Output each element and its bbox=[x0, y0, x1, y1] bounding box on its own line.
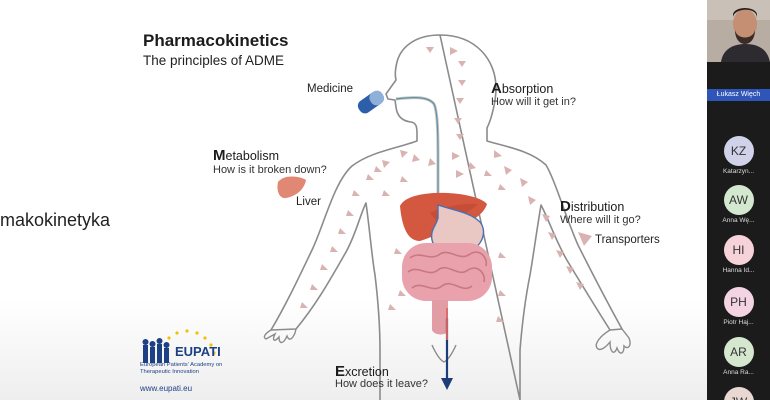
distribution-question: Where will it go? bbox=[560, 214, 641, 226]
speaker-video[interactable] bbox=[707, 0, 770, 62]
participant-avatar: AW bbox=[723, 185, 754, 215]
logo-subtitle: European Patients' Academy on Therapeuti… bbox=[140, 362, 223, 375]
absorption-question: How will it get in? bbox=[491, 96, 576, 108]
absorption-initial: A bbox=[491, 80, 502, 97]
eupati-logo bbox=[142, 329, 216, 363]
participant-avatar: KZ bbox=[723, 136, 754, 166]
metabolism-heading: Metabolism bbox=[213, 147, 279, 164]
medicine-pill bbox=[357, 90, 385, 114]
participant-name: Anna Wę... bbox=[722, 217, 755, 224]
liver-icon bbox=[277, 176, 306, 199]
metabolism-question: How is it broken down? bbox=[213, 164, 327, 176]
participant-name: Anna Ra... bbox=[723, 369, 754, 376]
medicine-label: Medicine bbox=[307, 83, 354, 95]
logo-name: EUPATI bbox=[175, 344, 221, 359]
participant-avatar: AR bbox=[723, 337, 754, 367]
absorption-rest: bsorption bbox=[501, 82, 554, 96]
speaker-video-image bbox=[707, 0, 770, 62]
participant-tile[interactable]: JW bbox=[707, 385, 770, 400]
participant-tile[interactable]: KZ Katarzyn... bbox=[707, 134, 770, 180]
excretion-question: How does it leave? bbox=[335, 378, 428, 390]
liver-label: Liver bbox=[296, 196, 321, 208]
participant-tile[interactable]: AR Anna Ra... bbox=[707, 335, 770, 381]
excretion-initial: E bbox=[335, 363, 346, 380]
logo-url: www.eupati.eu bbox=[140, 384, 193, 393]
participant-name: Piotr Haj... bbox=[723, 319, 754, 326]
speaker-name-tag: Łukasz Więch bbox=[707, 89, 770, 101]
transporter-icon bbox=[578, 232, 592, 246]
distribution-rest: istribution bbox=[570, 200, 625, 214]
left-caption-text: makokinetyka bbox=[0, 210, 111, 230]
absorption-heading: Absorption bbox=[491, 80, 553, 97]
participant-tile[interactable]: AW Anna Wę... bbox=[707, 183, 770, 229]
metabolism-rest: etabolism bbox=[225, 149, 280, 163]
participant-name: Katarzyn... bbox=[722, 168, 755, 175]
participant-avatar: PH bbox=[723, 287, 754, 317]
intestines-organ bbox=[402, 243, 492, 335]
participants-panel: Łukasz Więch KZ Katarzyn... AW Anna Wę..… bbox=[707, 0, 770, 400]
excretion-channel bbox=[431, 344, 457, 363]
slide-subtitle: The principles of ADME bbox=[143, 53, 285, 68]
participant-avatar: JW bbox=[723, 387, 754, 400]
slide-title: Pharmacokinetics bbox=[143, 31, 289, 50]
excretion-heading: Excretion bbox=[335, 363, 389, 380]
right-hand bbox=[595, 328, 631, 354]
distribution-initial: D bbox=[560, 198, 571, 215]
shared-presentation-slide: Pharmacokinetics The principles of ADME … bbox=[0, 0, 707, 400]
participant-avatar: HI bbox=[723, 235, 754, 265]
body-outline bbox=[270, 34, 623, 400]
participant-tile[interactable]: HI Hanna Id... bbox=[707, 233, 770, 279]
excretion-rest: xcretion bbox=[345, 365, 389, 379]
metabolism-initial: M bbox=[213, 147, 226, 164]
transporters-label: Transporters bbox=[595, 234, 660, 246]
adme-body-diagram bbox=[263, 34, 631, 400]
participant-tile[interactable]: PH Piotr Haj... bbox=[707, 285, 770, 331]
participant-name: Hanna Id... bbox=[722, 267, 755, 274]
left-hand bbox=[263, 328, 297, 344]
distribution-arrows bbox=[300, 47, 584, 322]
distribution-heading: Distribution bbox=[560, 198, 624, 215]
